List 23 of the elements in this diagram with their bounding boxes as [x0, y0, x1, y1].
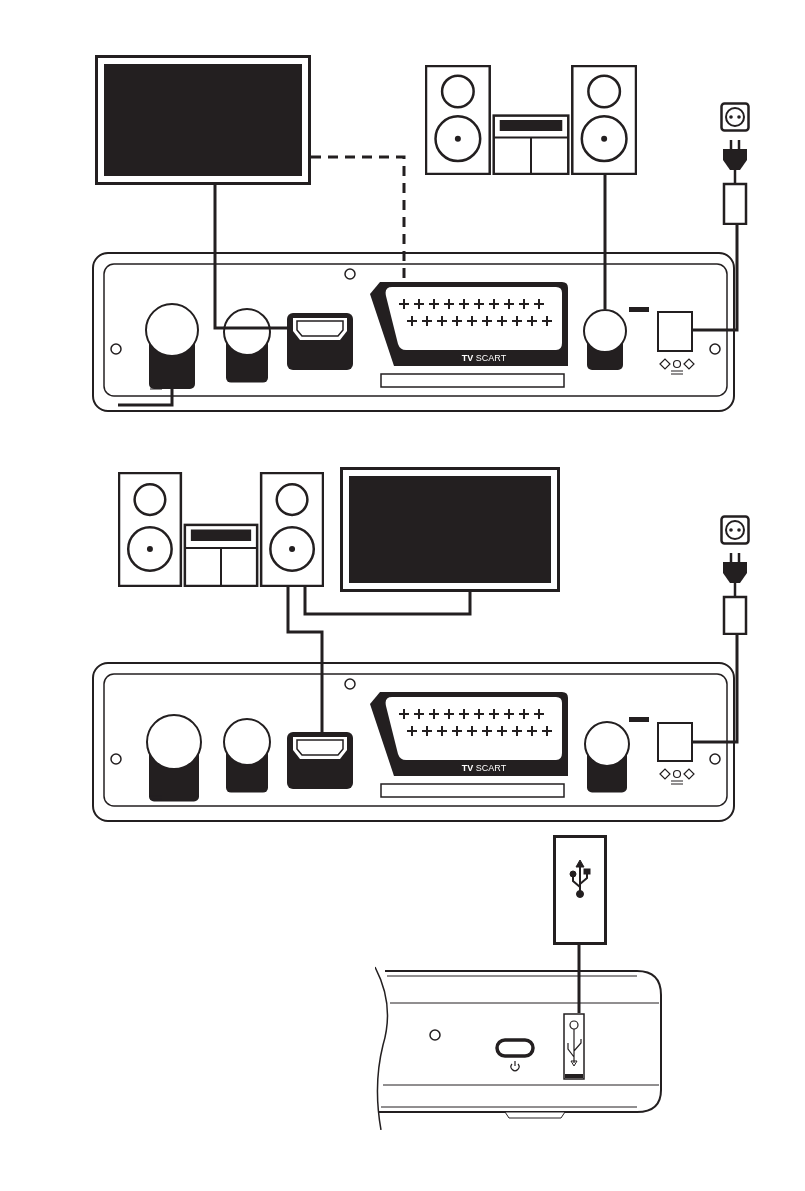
- audio-output-port: [583, 309, 627, 370]
- cable: [118, 389, 174, 407]
- cable: [303, 587, 472, 616]
- cable: [286, 587, 324, 732]
- tv-drawing: [340, 467, 560, 592]
- usb-stick-drawing: [553, 835, 607, 945]
- usb-port: [563, 1013, 585, 1080]
- cable: [577, 945, 581, 1013]
- tv-drawing: [95, 55, 311, 185]
- wall-socket-drawing: [720, 102, 750, 132]
- speakers-drawing: [425, 65, 637, 175]
- hdmi-port: [287, 732, 353, 789]
- scart-connector: TV SCART: [370, 692, 568, 776]
- power-input-port: [657, 722, 693, 762]
- cable: [603, 175, 607, 309]
- hdmi-port: [287, 313, 353, 370]
- speakers-drawing: [118, 472, 324, 587]
- cable: [693, 635, 739, 744]
- power-input-port: [657, 311, 693, 352]
- cable: [693, 225, 739, 332]
- scart-connector: TV SCART: [370, 282, 568, 366]
- antenna-input-port: [145, 303, 199, 389]
- wall-socket-drawing: [720, 515, 750, 545]
